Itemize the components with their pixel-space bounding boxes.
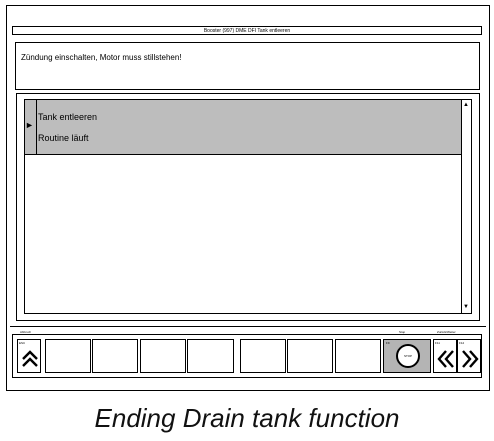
stop-button[interactable]: F9 STOP	[383, 339, 431, 373]
scroll-up-icon[interactable]: ▲	[463, 102, 469, 108]
toolbar-divider	[10, 326, 486, 327]
double-left-chevron-icon	[437, 350, 454, 368]
vertical-scrollbar[interactable]	[461, 100, 471, 313]
forward-button[interactable]: F12	[457, 339, 481, 373]
function-key-2[interactable]	[92, 339, 138, 373]
window-title: Booster (997) DME DFI Tank entleeren	[12, 26, 482, 35]
function-key-3[interactable]	[140, 339, 186, 373]
figure-caption: Ending Drain tank function	[94, 403, 400, 433]
double-right-chevron-icon	[462, 350, 479, 368]
stop-text: STOP	[403, 354, 413, 358]
function-key-4[interactable]	[187, 339, 234, 373]
function-key-1[interactable]	[45, 339, 91, 373]
selection-arrow-icon: ►	[25, 120, 34, 130]
esc-key-label: ESC	[19, 341, 26, 345]
list-item-drain-tank[interactable]	[25, 100, 461, 155]
function-key-7[interactable]	[335, 339, 381, 373]
scroll-down-icon[interactable]: ▼	[463, 304, 469, 310]
nav-group-label: Zurück/Weiter	[437, 330, 456, 334]
esc-button[interactable]: ESC	[17, 339, 41, 373]
abort-group-label: Abbruch	[20, 330, 32, 334]
double-up-chevron-icon	[22, 350, 38, 367]
function-key-6[interactable]	[287, 339, 333, 373]
function-key-5[interactable]	[240, 339, 286, 373]
f12-key-label: F12	[459, 341, 465, 345]
list-item-status: Routine läuft	[38, 133, 89, 143]
back-button[interactable]: F11	[433, 339, 457, 373]
list-item-label: Tank entleeren	[38, 112, 98, 122]
instruction-message: Zündung einschalten, Motor muss stillste…	[15, 42, 480, 90]
function-key-bar	[12, 334, 482, 378]
stop-sign-icon: STOP	[396, 344, 420, 368]
stop-key-label: F9	[386, 341, 390, 345]
f11-key-label: F11	[435, 341, 440, 345]
routine-list-frame	[16, 93, 480, 321]
stop-group-label: Stop	[399, 330, 406, 334]
selection-marker-column	[25, 100, 37, 155]
